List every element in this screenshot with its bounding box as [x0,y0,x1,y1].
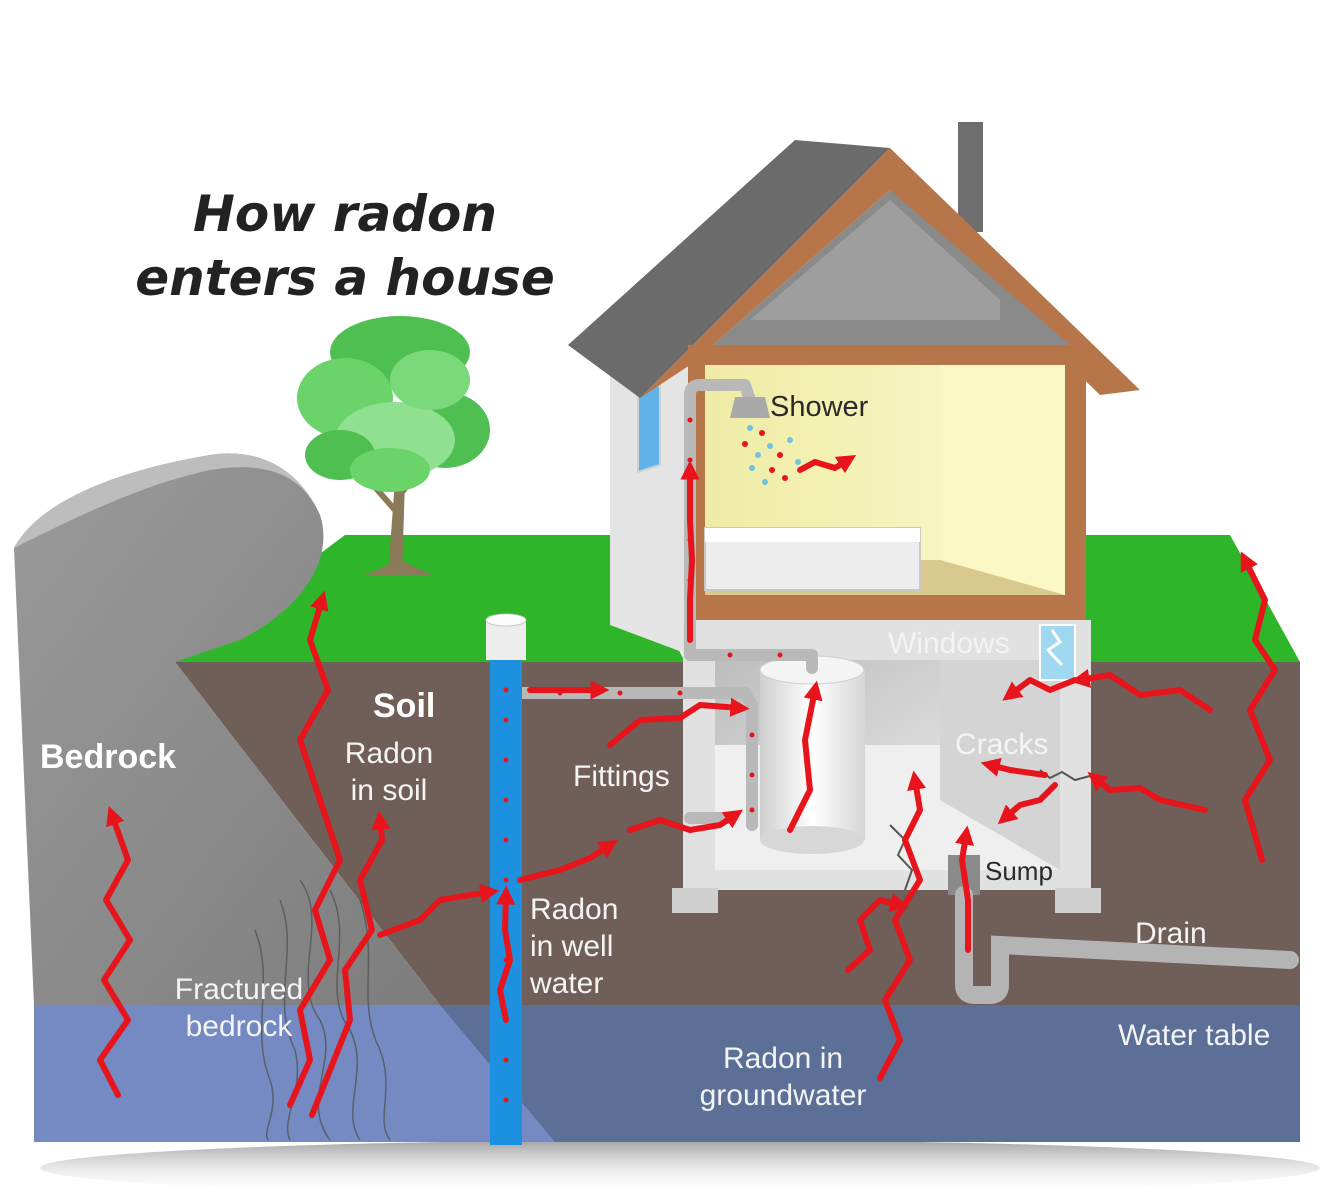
radon-arrow-tank [787,680,823,833]
radon-arrows [97,454,1278,1118]
label-radon-in-well-water-line-2: in well [530,930,614,963]
chimney [958,122,983,232]
label-radon-in-well-water: Radon in well water [530,891,618,1002]
label-radon-in-groundwater-line-1: Radon in [722,1042,844,1075]
label-bedrock: Bedrock [40,738,177,776]
label-water-table: Water table [1118,1019,1271,1052]
house-left-wall [610,345,690,655]
grass-right [1060,535,1300,662]
radon-arrow-window [1070,668,1213,713]
window-crack-icon [1045,629,1064,667]
label-fittings: Fittings [573,760,670,793]
label-radon-in-soil-line-1: Radon [344,737,434,770]
basement-window [1039,624,1076,681]
roof-gable [640,148,1140,398]
radon-arrow-sump [955,825,974,953]
radon-dots [503,417,783,1103]
radon-arrow-window-2 [1002,677,1078,701]
label-fractured-bedrock-line-2: bedrock [185,1010,293,1043]
title-line-2: enters a house [135,249,555,307]
radon-arrow-well-up [496,885,516,1023]
radon-arrow-bedrock [97,805,133,1098]
label-cracks: Cracks [955,728,1049,761]
bedrock-hill [14,453,440,1005]
radon-arrow-groundwater [877,770,927,1081]
roof-left-slope [568,140,890,398]
title-line-1: How radon [193,185,497,243]
label-radon-in-soil-line-2: in soil [350,774,428,807]
water-heater [759,655,865,854]
footing-right [1055,888,1101,913]
label-radon-in-groundwater: Radon in groundwater [672,1040,894,1114]
label-radon-in-well-water-line-1: Radon [530,893,619,926]
radon-arrow-cracks-3 [997,782,1058,825]
radon-arrow-fittings-2 [627,809,743,833]
label-radon-in-groundwater-line-2: groundwater [699,1079,867,1112]
label-drain: Drain [1135,917,1207,950]
radon-arrow-riser [680,460,700,643]
house-side-window [637,383,661,474]
label-radon-in-well-water-line-3: water [530,967,604,1000]
label-shower: Shower [770,391,869,423]
radon-arrow-fractured-1 [287,590,343,1108]
bathtub-rim [705,528,920,542]
radon-arrow-floor [845,893,910,973]
shower-head-icon [730,397,770,418]
tree [297,316,490,575]
label-radon-in-soil: Radon in soil [333,735,445,809]
radon-arrow-well-water [517,839,619,883]
radon-arrow-soil-to-well [377,883,500,938]
radon-arrow-cracks-2 [980,758,1048,778]
ground-shadow [40,1140,1320,1196]
diagram-title: How radon enters a house [0,182,690,310]
bedrock-top [14,453,320,548]
label-sump: Sump [985,856,1053,886]
radon-arrow-fittings [607,697,750,748]
upper-room-right-wall [940,365,1065,595]
radon-arrow-shower [797,454,857,474]
attic-light [750,200,1000,320]
label-fractured-bedrock-line-1: Fractured [174,973,304,1006]
label-soil: Soil [373,687,436,725]
floor-crack [889,824,914,891]
radon-arrow-right-surface [1240,551,1278,863]
label-fractured-bedrock: Fractured bedrock [160,971,318,1045]
shower-water [742,425,801,485]
radon-arrow-cracks-1 [1087,772,1208,813]
label-windows: Windows [888,627,1010,660]
groundwater-under-bedrock [34,1005,555,1142]
radon-arrow-fractured-2 [309,810,391,1118]
footing-left [672,888,718,913]
